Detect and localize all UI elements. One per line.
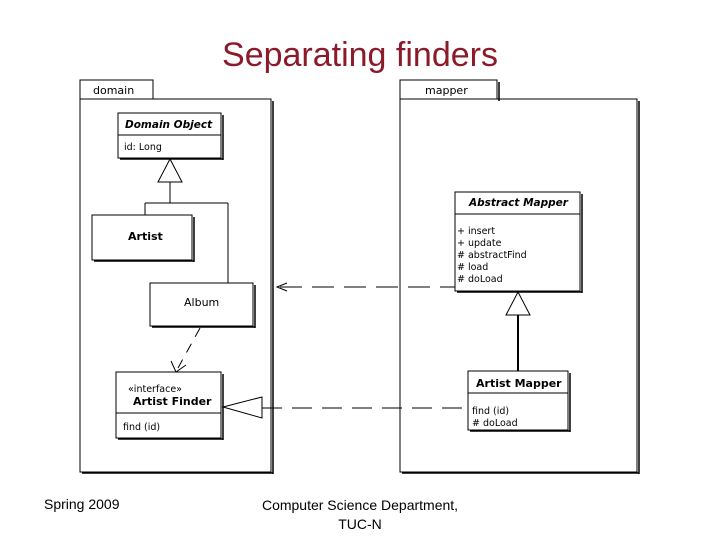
footer-department: Computer Science Department, TUC-N: [230, 496, 490, 534]
mapper-package-label: mapper: [425, 84, 468, 97]
artist-finder-operation: find (id): [123, 422, 160, 433]
dependency-album-finder: [170, 327, 201, 373]
realization-mapper-finder: [221, 396, 468, 419]
artist-finder-stereotype: «interface»: [128, 384, 182, 395]
album-name: Album: [184, 296, 219, 309]
artist-name: Artist: [128, 230, 163, 243]
artist-class: Artist: [91, 214, 195, 262]
artist-mapper-class: Artist Mapper find (id) # doLoad: [467, 370, 571, 432]
artist-mapper-op: # doLoad: [472, 418, 518, 429]
abstract-mapper-class: Abstract Mapper + insert + update # abst…: [454, 191, 583, 293]
abstract-mapper-op: # abstractFind: [457, 250, 527, 261]
domain-object-class: Domain Object id: Long: [117, 112, 224, 160]
footer-department-line1: Computer Science Department,: [261, 497, 459, 513]
inheritance-arrow-mapper: [505, 290, 531, 371]
artist-mapper-op: find (id): [472, 406, 509, 417]
artist-finder-name: Artist Finder: [133, 395, 212, 408]
page-title: Separating finders: [222, 36, 498, 74]
abstract-mapper-op: + insert: [457, 226, 495, 237]
dependency-mapper-album: [275, 282, 455, 292]
abstract-mapper-name: Abstract Mapper: [468, 197, 569, 209]
artist-finder-class: «interface» Artist Finder find (id): [115, 371, 224, 440]
artist-mapper-name: Artist Mapper: [476, 377, 562, 390]
domain-object-attribute: id: Long: [124, 142, 162, 153]
domain-package-label: domain: [93, 84, 134, 97]
mapper-package: mapper: [399, 79, 640, 474]
footer-date: Spring 2009: [44, 496, 120, 512]
footer-department-line2: TUC-N: [338, 516, 382, 532]
domain-object-name: Domain Object: [125, 119, 213, 131]
abstract-mapper-op: # doLoad: [457, 274, 503, 285]
abstract-mapper-op: + update: [457, 238, 502, 249]
album-class: Album: [149, 282, 256, 328]
abstract-mapper-op: # load: [457, 262, 488, 273]
inheritance-arrow-domain: [144, 157, 229, 283]
domain-package: domain: [79, 79, 274, 474]
